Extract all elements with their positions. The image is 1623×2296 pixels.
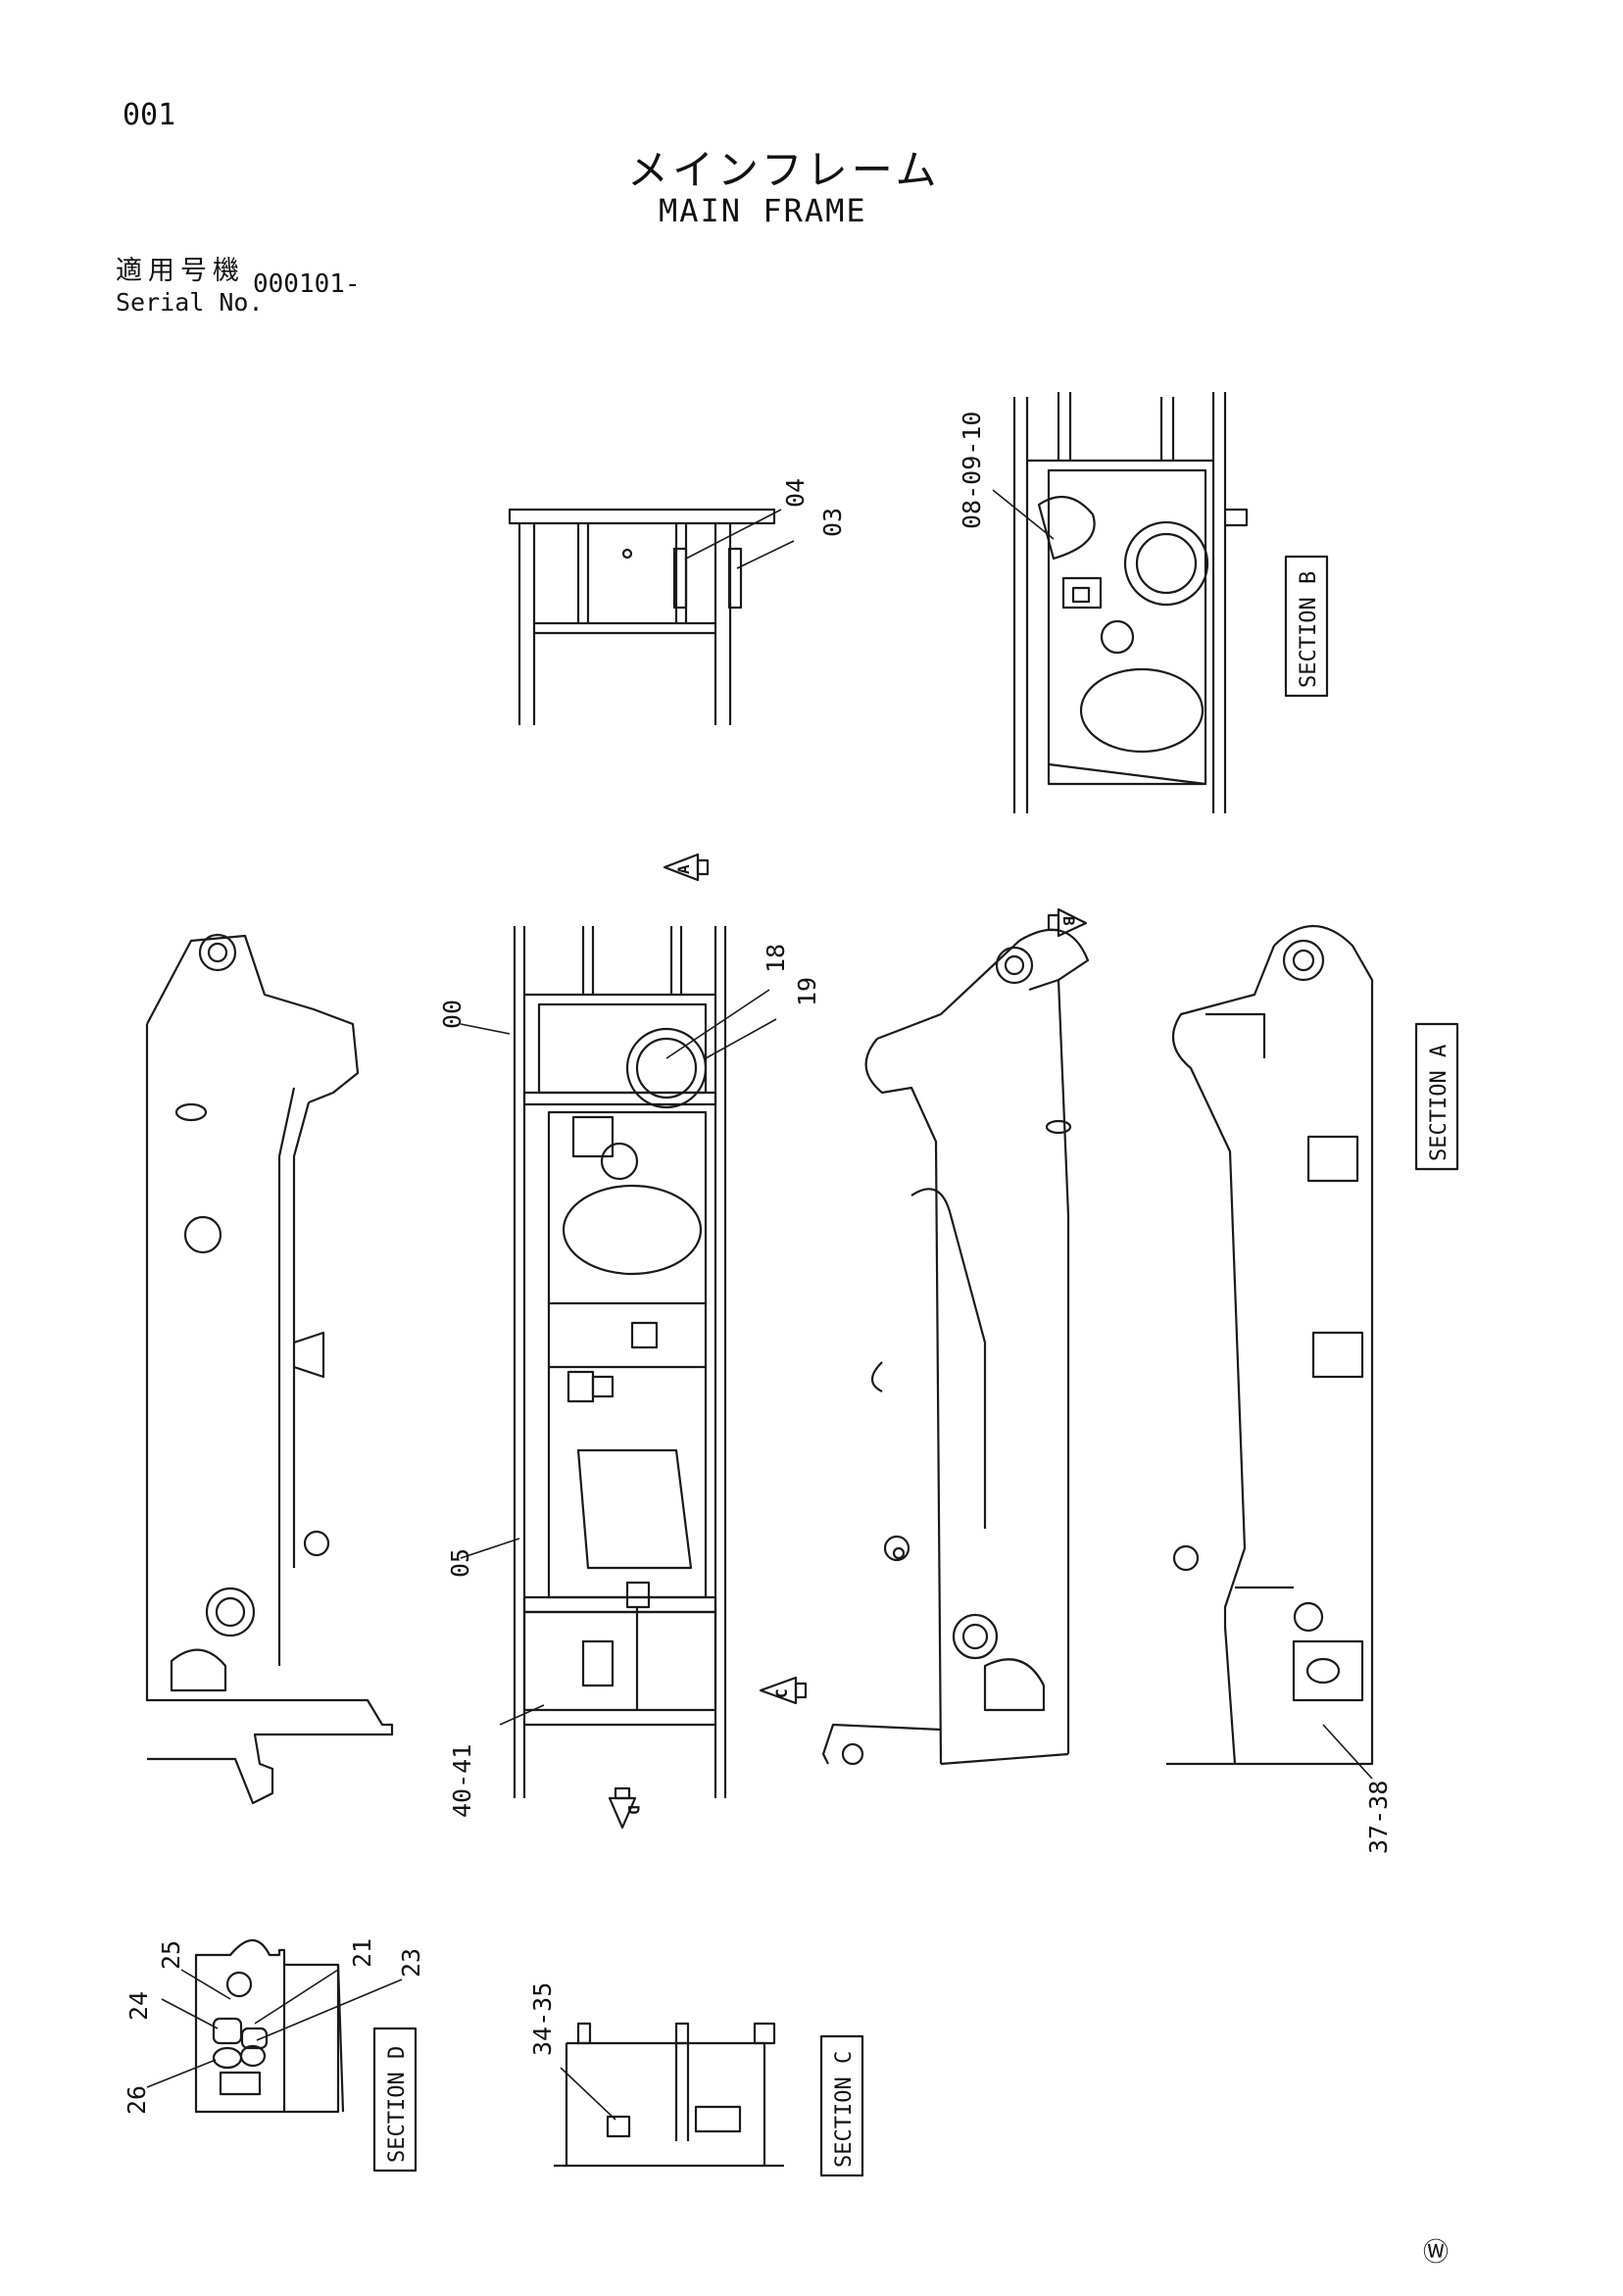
leader-lines xyxy=(146,489,1373,2121)
view-marker-b: B xyxy=(1059,916,1078,926)
callout-21: 21 xyxy=(348,1938,376,1968)
serial-label-japanese: 適用号機 xyxy=(116,256,245,286)
callout-24: 24 xyxy=(124,1991,153,2021)
view-marker-a: A xyxy=(674,864,693,874)
section-a-box xyxy=(1414,1022,1459,1171)
section-c-label: SECTION C xyxy=(832,2051,857,2168)
callout-05: 05 xyxy=(446,1548,474,1578)
center-plan-view xyxy=(513,926,727,1798)
view-arrow-b xyxy=(1047,907,1088,938)
section-a-label: SECTION A xyxy=(1427,1045,1451,1161)
view-arrow-a xyxy=(663,853,710,882)
callout-08-09-10: 08-09-10 xyxy=(958,412,986,529)
manufacturer-mark: Ⓦ xyxy=(1423,2238,1450,2268)
callout-03: 03 xyxy=(818,508,847,537)
section-d-box xyxy=(372,2027,418,2173)
callout-37-38: 37-38 xyxy=(1364,1781,1393,1854)
view-marker-c: C xyxy=(772,1688,791,1698)
view-arrow-c xyxy=(759,1676,808,1705)
section-b-label: SECTION B xyxy=(1297,571,1321,688)
callout-25: 25 xyxy=(157,1940,185,1970)
serial-value: 000101- xyxy=(253,269,361,299)
section-b-view xyxy=(1012,392,1249,813)
callout-18: 18 xyxy=(762,944,790,973)
page-number: 001 xyxy=(123,98,176,132)
section-c-box xyxy=(819,2034,864,2177)
serial-label-english: Serial No. xyxy=(116,288,264,317)
title-japanese: メインフレーム xyxy=(627,146,941,194)
title-english: MAIN FRAME xyxy=(659,192,867,229)
callout-00: 00 xyxy=(438,1000,467,1029)
callout-19: 19 xyxy=(793,977,821,1006)
section-c-view xyxy=(554,2022,784,2168)
callout-40-41: 40-41 xyxy=(448,1744,476,1818)
section-a-view xyxy=(1166,925,1374,1766)
callout-23: 23 xyxy=(397,1948,425,1978)
right-side-view xyxy=(821,928,1090,1766)
view-marker-d: D xyxy=(624,1805,643,1815)
section-b-box xyxy=(1284,555,1329,698)
section-d-label: SECTION D xyxy=(385,2046,410,2163)
top-frame-view xyxy=(508,508,776,725)
view-arrow-d xyxy=(608,1786,637,1830)
callout-04: 04 xyxy=(781,478,810,508)
left-side-view xyxy=(145,933,394,1805)
section-d-view xyxy=(194,1938,345,2114)
callout-34-35: 34-35 xyxy=(528,1982,557,2056)
callout-26: 26 xyxy=(123,2085,151,2115)
